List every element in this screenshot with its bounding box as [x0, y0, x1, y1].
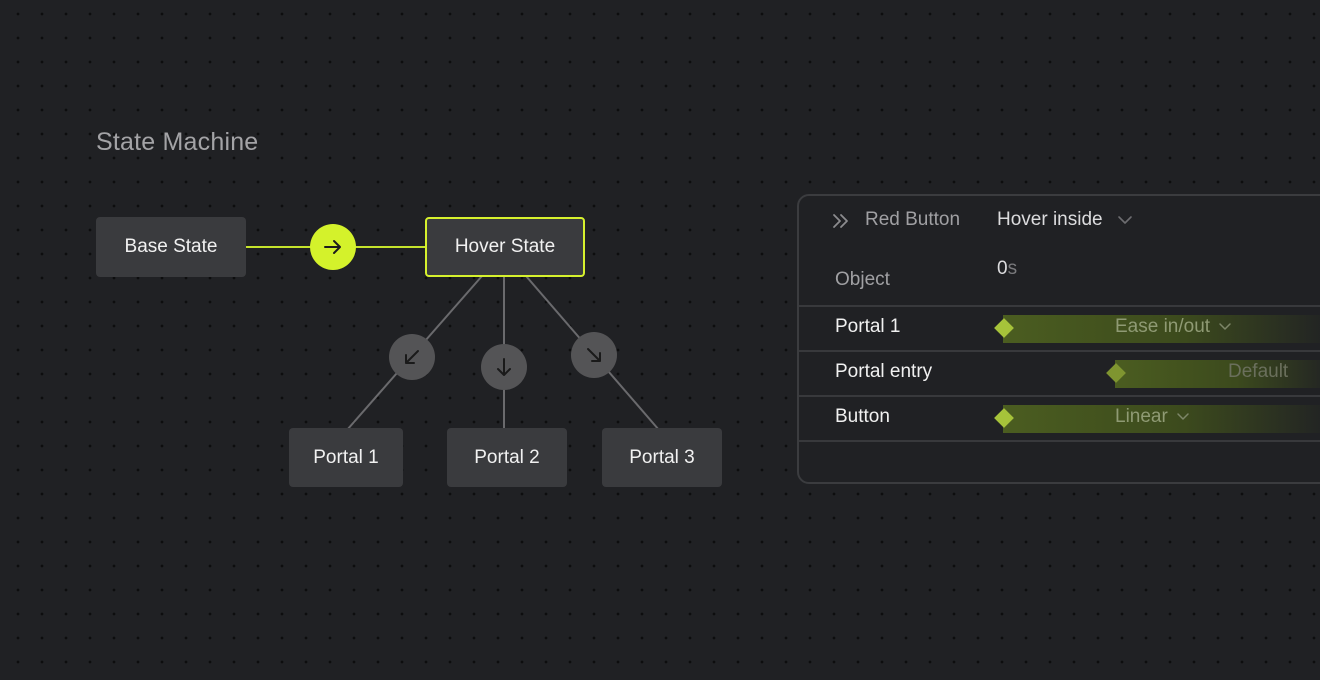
portal-1-label: Portal 1: [313, 446, 379, 468]
chevrons-right-icon[interactable]: [831, 211, 851, 231]
ease-value: Default: [1228, 361, 1289, 382]
arrow-down-left-icon: [405, 350, 419, 364]
time-marker: 0s: [997, 258, 1017, 280]
ease-value: Ease in/out: [1115, 316, 1211, 337]
hover-state-label: Hover State: [454, 236, 556, 257]
timeline-row[interactable]: Portal entry Default: [799, 350, 1320, 394]
portal-3-node[interactable]: Portal 3: [602, 428, 722, 487]
time-unit: s: [1007, 258, 1018, 279]
row-label: Portal entry: [835, 361, 933, 382]
ease-value: Linear: [1115, 406, 1168, 427]
timeline-panel: Red Button Hover inside Object 0s Portal…: [797, 194, 1320, 484]
row-label: Button: [835, 406, 890, 427]
arrow-down-right-icon: [587, 348, 601, 362]
ease-track[interactable]: [1003, 315, 1320, 343]
transition-button-primary[interactable]: [310, 224, 356, 270]
transition-button-portal-2[interactable]: [481, 344, 527, 390]
chevron-down-icon: [1117, 216, 1132, 224]
base-state-label: Base State: [124, 236, 218, 257]
transition-button-portal-1[interactable]: [389, 334, 435, 380]
arrow-down-icon: [497, 358, 511, 376]
object-name: Red Button: [865, 209, 961, 230]
portal-3-label: Portal 3: [629, 446, 695, 468]
portal-2-label: Portal 2: [474, 446, 540, 468]
timeline-row[interactable]: Portal 1 Ease in/out: [799, 305, 1320, 349]
chevron-down-icon: [1177, 413, 1189, 420]
time-value: 0: [997, 258, 1008, 279]
arrow-right-icon: [324, 240, 341, 254]
panel-header: Red Button Hover inside Object 0s: [799, 196, 1320, 306]
chevron-down-icon: [1219, 323, 1231, 330]
page-title: State Machine: [96, 128, 259, 156]
transition-button-portal-3[interactable]: [571, 332, 617, 378]
ease-dropdown[interactable]: Linear: [1115, 406, 1190, 428]
ease-dropdown[interactable]: Ease in/out: [1115, 316, 1232, 338]
row-divider: [799, 440, 1320, 442]
portal-2-node[interactable]: Portal 2: [447, 428, 567, 487]
hover-state-node[interactable]: Hover State: [425, 217, 585, 277]
object-column-label: Object: [835, 269, 890, 290]
row-label: Portal 1: [835, 316, 901, 337]
portal-1-node[interactable]: Portal 1: [289, 428, 403, 487]
ease-track[interactable]: [1003, 405, 1320, 433]
ease-track[interactable]: [1115, 360, 1320, 388]
state-dropdown-value: Hover inside: [997, 209, 1103, 230]
timeline-row[interactable]: Button Linear: [799, 395, 1320, 439]
ease-dropdown[interactable]: Default: [1228, 361, 1288, 383]
state-dropdown[interactable]: Hover inside: [997, 209, 1133, 231]
base-state-node[interactable]: Base State: [96, 217, 246, 277]
